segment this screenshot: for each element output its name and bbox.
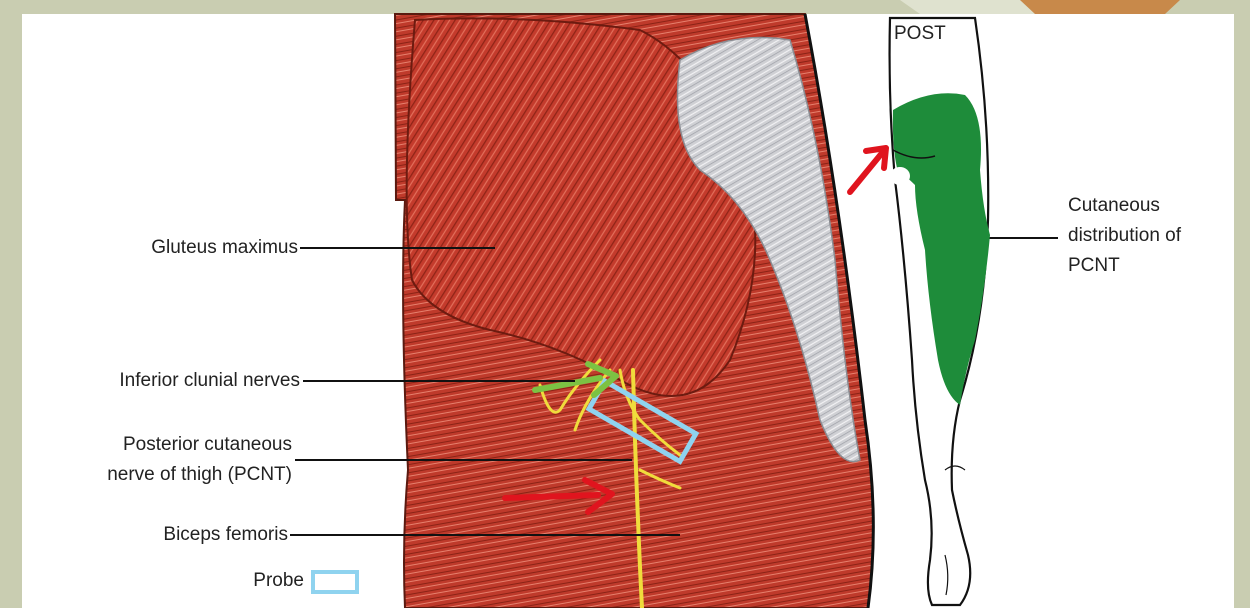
label-cutaneous-line1: Cutaneous — [1068, 194, 1160, 218]
label-cutaneous-line2: distribution of — [1068, 224, 1181, 248]
label-pcnt-line2: nerve of thigh (PCNT) — [20, 463, 292, 487]
label-biceps-femoris: Biceps femoris — [40, 523, 288, 547]
label-inferior-clunial-nerves: Inferior clunial nerves — [20, 369, 300, 393]
probe-legend-swatch — [313, 572, 357, 592]
red-arrow-icon — [850, 148, 886, 192]
label-cutaneous-line3: PCNT — [1068, 254, 1120, 278]
label-gluteus-maximus: Gluteus maximus — [40, 236, 298, 260]
label-post: POST — [894, 22, 946, 46]
label-probe: Probe — [180, 569, 304, 593]
label-pcnt-line1: Posterior cutaneous — [20, 433, 292, 457]
distribution-gap — [890, 167, 910, 185]
